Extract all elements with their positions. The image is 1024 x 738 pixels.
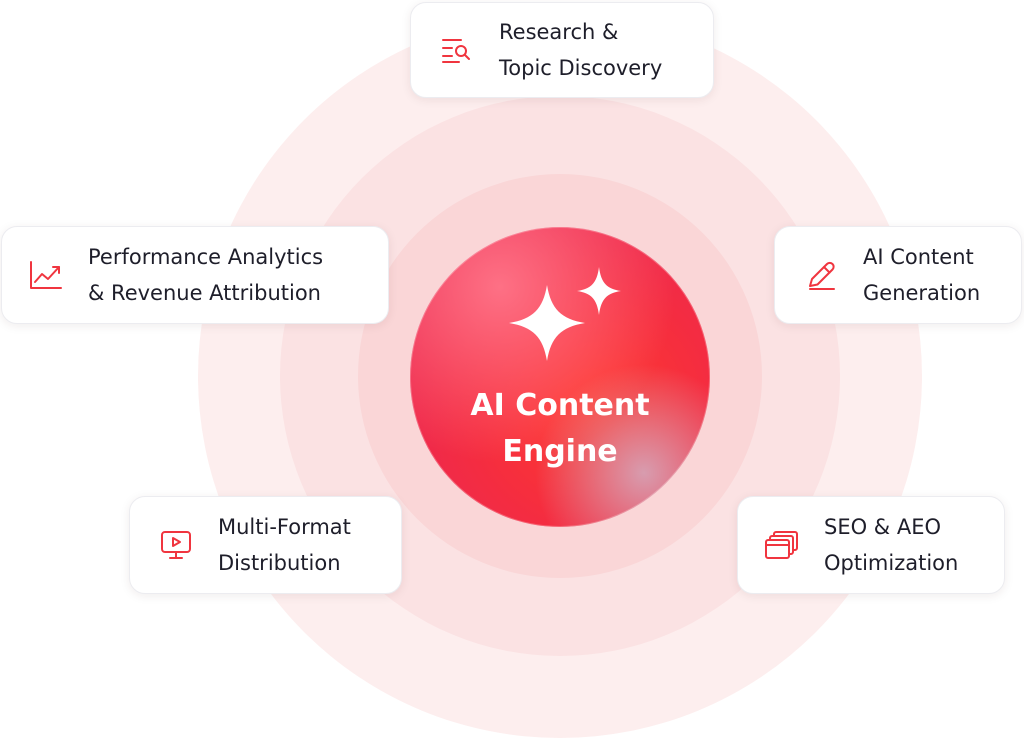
card-label-line1: AI Content: [863, 245, 974, 269]
card-label: Research & Topic Discovery: [499, 14, 662, 86]
card-label: Multi-Format Distribution: [218, 509, 351, 581]
card-label: AI Content Generation: [863, 239, 980, 311]
card-label-line1: Performance Analytics: [88, 245, 324, 269]
sparkles-icon: [509, 267, 621, 361]
card-label: Performance Analytics & Revenue Attribut…: [88, 239, 323, 311]
card-performance-analytics: Performance Analytics & Revenue Attribut…: [1, 226, 389, 324]
card-ai-content-generation: AI Content Generation: [774, 226, 1022, 324]
card-label-line2: Optimization: [824, 551, 959, 575]
card-research-topic-discovery: Research & Topic Discovery: [410, 2, 714, 98]
pencil-icon: [803, 257, 839, 293]
search-list-icon: [439, 32, 475, 68]
card-multi-format-distribution: Multi-Format Distribution: [129, 496, 402, 594]
trend-chart-icon: [28, 257, 64, 293]
card-label-line2: Distribution: [218, 551, 341, 575]
card-label-line2: & Revenue Attribution: [88, 281, 321, 305]
ai-content-engine-hub: AI Content Engine: [410, 227, 710, 527]
hub-title-line1: AI Content: [470, 388, 650, 423]
hub-title-line2: Engine: [502, 434, 618, 469]
video-monitor-icon: [158, 527, 194, 563]
card-label-line1: Multi-Format: [218, 515, 351, 539]
card-label-line1: SEO & AEO: [824, 515, 942, 539]
card-label-line1: Research &: [499, 20, 619, 44]
card-label: SEO & AEO Optimization: [824, 509, 958, 581]
card-label-line2: Topic Discovery: [499, 56, 663, 80]
card-seo-aeo-optimization: SEO & AEO Optimization: [737, 496, 1005, 594]
card-label-line2: Generation: [863, 281, 981, 305]
stacked-windows-icon: [764, 527, 800, 563]
